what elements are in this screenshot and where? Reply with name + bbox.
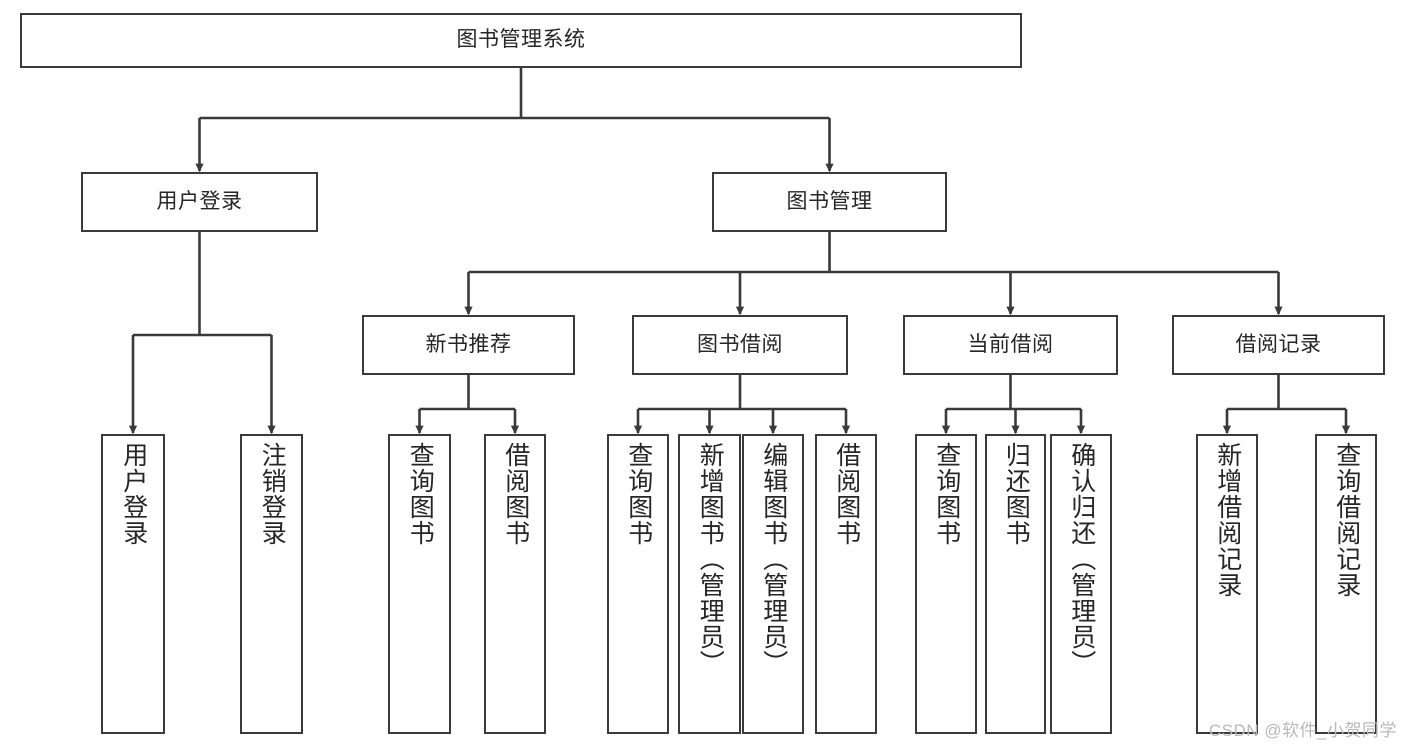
node-current-borrow[interactable]: 当前借阅 [903, 315, 1118, 375]
node-label: 图书管理系统 [456, 28, 586, 52]
leaf-query-book-2[interactable]: 查询图书 [607, 434, 669, 734]
leaf-query-borrow-record[interactable]: 查询借阅记录 [1315, 434, 1377, 734]
node-label: 编辑图书（管理员） [759, 442, 788, 676]
leaf-logout[interactable]: 注销登录 [240, 434, 303, 734]
leaf-edit-book-admin[interactable]: 编辑图书（管理员） [742, 434, 804, 734]
leaf-confirm-return-admin[interactable]: 确认归还（管理员） [1050, 434, 1112, 734]
leaf-query-book-3[interactable]: 查询图书 [915, 434, 977, 734]
node-root[interactable]: 图书管理系统 [20, 13, 1022, 68]
node-label: 用户登录 [156, 189, 243, 213]
leaf-return-book[interactable]: 归还图书 [985, 434, 1046, 734]
node-label: 借阅记录 [1235, 332, 1322, 356]
node-label: 注销登录 [258, 442, 287, 546]
node-label: 查询图书 [932, 442, 961, 546]
leaf-user-login[interactable]: 用户登录 [101, 434, 165, 734]
node-label: 图书借阅 [697, 332, 783, 356]
node-label: 当前借阅 [967, 332, 1054, 356]
node-label: 查询图书 [624, 442, 653, 546]
node-label: 图书管理 [786, 189, 873, 213]
node-label: 查询借阅记录 [1332, 442, 1361, 598]
node-label: 归还图书 [1002, 442, 1031, 546]
node-label: 用户登录 [119, 442, 148, 546]
node-label: 查询图书 [406, 442, 435, 546]
node-user-login[interactable]: 用户登录 [81, 172, 318, 232]
leaf-query-book-1[interactable]: 查询图书 [388, 434, 451, 734]
leaf-borrow-book-1[interactable]: 借阅图书 [484, 434, 546, 734]
node-book-management[interactable]: 图书管理 [712, 172, 947, 232]
node-new-book-recommend[interactable]: 新书推荐 [362, 315, 575, 375]
leaf-add-book-admin[interactable]: 新增图书（管理员） [678, 434, 741, 734]
node-label: 新增图书（管理员） [696, 442, 725, 676]
node-label: 新增借阅记录 [1213, 442, 1242, 598]
leaf-add-borrow-record[interactable]: 新增借阅记录 [1196, 434, 1258, 734]
leaf-borrow-book-2[interactable]: 借阅图书 [815, 434, 877, 734]
node-borrow-records[interactable]: 借阅记录 [1172, 315, 1385, 375]
node-label: 新书推荐 [425, 332, 512, 356]
node-label: 借阅图书 [832, 442, 861, 546]
watermark: CSDN @软件_小贺同学 [1208, 721, 1397, 740]
node-label: 确认归还（管理员） [1067, 442, 1096, 676]
node-label: 借阅图书 [501, 442, 530, 546]
node-book-borrow[interactable]: 图书借阅 [632, 315, 848, 375]
